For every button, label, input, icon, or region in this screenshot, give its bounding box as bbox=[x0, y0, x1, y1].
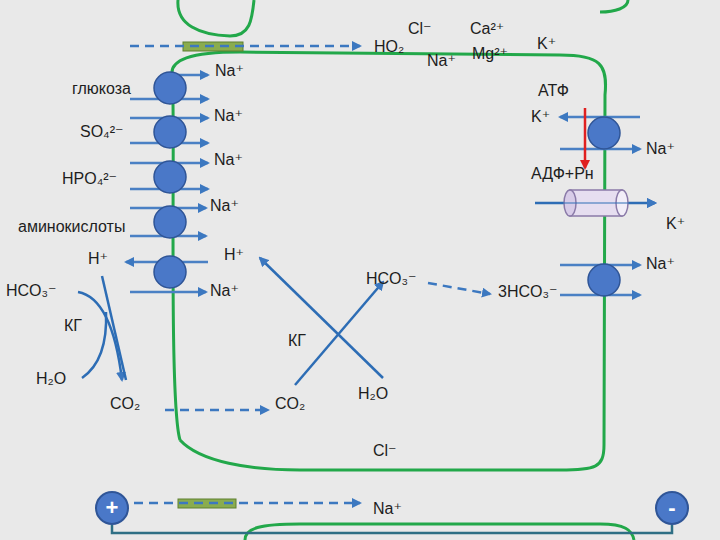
ion-label: Na⁺ bbox=[646, 255, 675, 273]
ion-label: Na⁺ bbox=[427, 52, 456, 70]
terminal-sign: - bbox=[668, 497, 675, 519]
ion-label: Cl⁻ bbox=[373, 442, 397, 460]
ion-label: HCO₃⁻ bbox=[6, 282, 57, 300]
diffusion-arrow bbox=[130, 46, 490, 503]
ion-label: глюкоза bbox=[72, 80, 131, 98]
reaction-arrow bbox=[78, 258, 383, 385]
ion-label: HCO₃⁻ bbox=[366, 270, 417, 288]
ion-label: Na⁺ bbox=[215, 62, 244, 80]
terminal-sign: + bbox=[106, 497, 119, 519]
ion-label: Na⁺ bbox=[214, 151, 243, 169]
ion-label: H₂O bbox=[358, 385, 388, 403]
ion-label: HPO₄²⁻ bbox=[62, 170, 117, 188]
ion-label: K⁺ bbox=[537, 35, 556, 53]
ion-label: K⁺ bbox=[531, 108, 550, 126]
transport-arrow bbox=[126, 75, 655, 295]
membrane bbox=[172, 0, 634, 540]
ion-label: аминокислоты bbox=[18, 218, 125, 236]
ion-label: КГ bbox=[64, 317, 82, 335]
ion-label: H⁺ bbox=[224, 246, 244, 264]
ion-label: Na⁺ bbox=[210, 197, 239, 215]
atp-arrow bbox=[584, 108, 587, 168]
ion-label: HO₂ bbox=[374, 38, 404, 56]
ion-label: CO₂ bbox=[110, 395, 140, 413]
ion-label: 3HCO₃⁻ bbox=[498, 283, 557, 301]
transport-arrow bbox=[535, 202, 655, 204]
ion-label: АДФ+Рн bbox=[531, 165, 594, 183]
terminal-circle: - bbox=[655, 491, 689, 525]
terminal-circle: + bbox=[95, 491, 129, 525]
ion-label: Mg²⁺ bbox=[472, 45, 508, 63]
ion-label: K⁺ bbox=[666, 215, 685, 233]
ion-label: CO₂ bbox=[275, 395, 305, 413]
ion-label: Ca²⁺ bbox=[470, 20, 504, 38]
ion-label: Na⁺ bbox=[214, 107, 243, 125]
transporter-circle bbox=[154, 72, 620, 296]
circuit-wire bbox=[112, 525, 672, 533]
ion-label: SO₄²⁻ bbox=[80, 123, 123, 141]
ion-label: Na⁺ bbox=[373, 500, 402, 518]
ion-label: АТФ bbox=[538, 82, 569, 100]
ion-label: H⁺ bbox=[88, 250, 108, 268]
ion-label: H₂O bbox=[36, 370, 66, 388]
ion-label: Cl⁻ bbox=[408, 20, 432, 38]
ion-label: КГ bbox=[288, 332, 306, 350]
ion-label: Na⁺ bbox=[210, 282, 239, 300]
ion-label: Na⁺ bbox=[646, 140, 675, 158]
